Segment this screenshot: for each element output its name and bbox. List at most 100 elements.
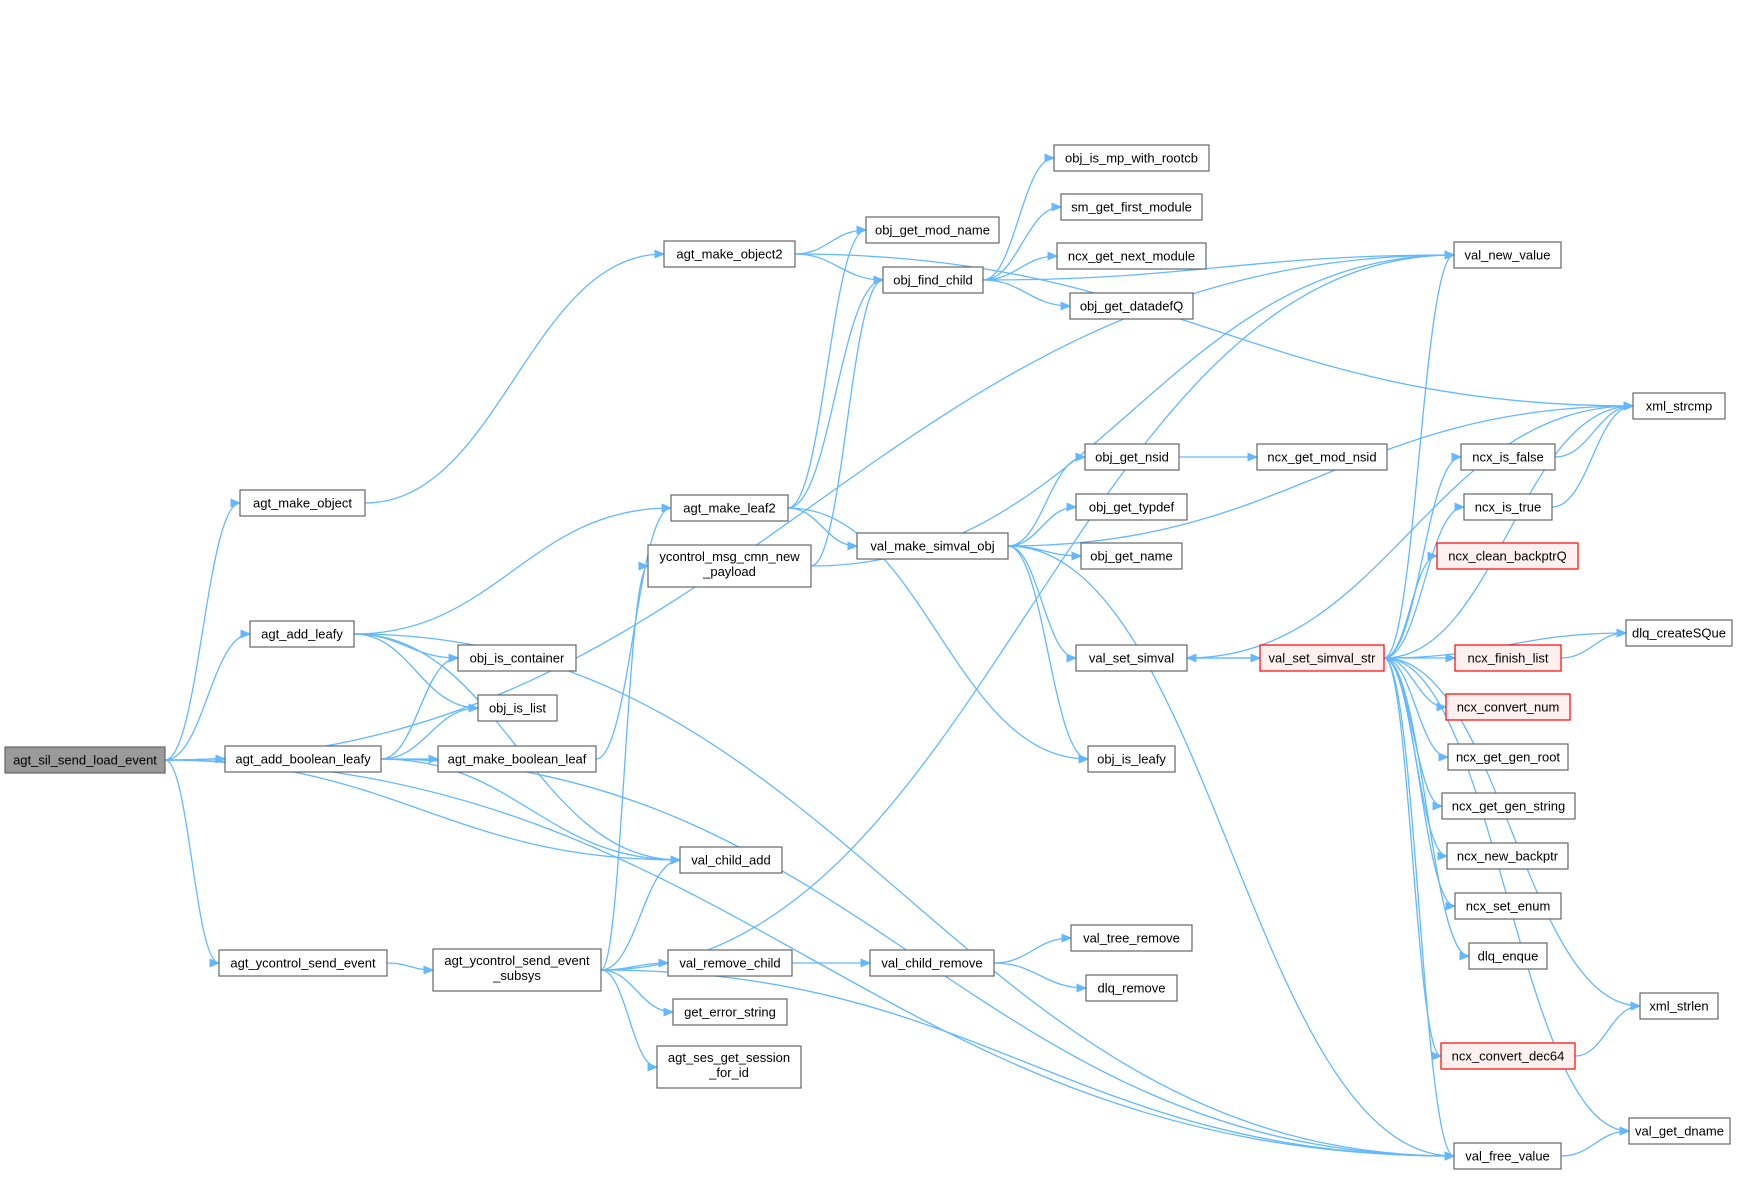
node-ncx-is-false[interactable]: ncx_is_false: [1460, 443, 1556, 471]
edge-agt-make-leaf2-to-obj-is-leafy: [787, 507, 1089, 760]
node-ncx-new-backptr[interactable]: ncx_new_backptr: [1446, 842, 1569, 870]
node-label-ncx-finish-list: ncx_finish_list: [1468, 651, 1549, 666]
node-obj-get-nsid[interactable]: obj_get_nsid: [1084, 443, 1180, 471]
node-val-set-simval[interactable]: val_set_simval: [1075, 644, 1188, 672]
node-agt-ses-get-session-for-id[interactable]: agt_ses_get_session_for_id: [656, 1045, 802, 1089]
node-ncx-get-gen-root[interactable]: ncx_get_gen_root: [1447, 743, 1569, 771]
node-ncx-is-true[interactable]: ncx_is_true: [1463, 493, 1553, 521]
node-xml-strcmp[interactable]: xml_strcmp: [1632, 392, 1726, 420]
node-label-ncx-clean-backptrQ: ncx_clean_backptrQ: [1448, 549, 1567, 564]
node-box-agt-ycontrol-send-event-subsys: [432, 948, 602, 992]
node-ncx-set-enum[interactable]: ncx_set_enum: [1454, 892, 1562, 920]
node-label-obj-get-name: obj_get_name: [1090, 549, 1172, 564]
edge-val-make-simval-obj-to-val-free-value: [1007, 545, 1455, 1157]
node-dlq-createSQue[interactable]: dlq_createSQue: [1625, 619, 1733, 647]
node-label-ncx-convert-num: ncx_convert_num: [1457, 700, 1560, 715]
node-dlq-remove[interactable]: dlq_remove: [1085, 974, 1178, 1002]
arrowhead-val-set-simval-str-to-ncx-clean-backptrQ: [1427, 551, 1439, 561]
node-ycontrol-msg-cmn-new-payload[interactable]: ycontrol_msg_cmn_new_payload: [647, 544, 812, 588]
edge-val-child-remove-to-dlq-remove: [993, 962, 1087, 989]
node-obj-get-mod-name[interactable]: obj_get_mod_name: [865, 216, 1000, 244]
edge-val-set-simval-str-to-ncx-set-enum: [1383, 657, 1456, 907]
node-agt-make-object[interactable]: agt_make_object: [239, 489, 366, 517]
node-label-obj-is-list: obj_is_list: [489, 701, 546, 716]
node-obj-get-datadefQ[interactable]: obj_get_datadefQ: [1069, 292, 1194, 320]
edge-agt-add-boolean-leafy-to-obj-is-container: [380, 657, 459, 760]
node-agt-make-object2[interactable]: agt_make_object2: [663, 240, 796, 268]
node-val-tree-remove[interactable]: val_tree_remove: [1070, 924, 1193, 952]
node-val-set-simval-str[interactable]: val_set_simval_str: [1259, 644, 1385, 672]
arrowhead-obj-find-child-to-obj-is-mp-with-rootcb: [1044, 153, 1056, 163]
node-agt-make-boolean-leaf[interactable]: agt_make_boolean_leaf: [437, 745, 597, 773]
node-val-new-value[interactable]: val_new_value: [1453, 241, 1562, 269]
node-box-agt-sil-send-load-event: [4, 746, 166, 774]
node-val-get-dname[interactable]: val_get_dname: [1628, 1117, 1731, 1145]
edge-obj-find-child-to-obj-is-mp-with-rootcb: [982, 157, 1055, 281]
arrowhead-val-set-simval-str-to-val-new-value: [1444, 250, 1456, 260]
edge-obj-find-child-to-val-new-value: [982, 254, 1455, 281]
node-dlq-enque[interactable]: dlq_enque: [1468, 942, 1548, 970]
node-val-child-remove[interactable]: val_child_remove: [869, 949, 995, 977]
node-agt-add-leafy[interactable]: agt_add_leafy: [249, 620, 355, 648]
arrowhead-obj-find-child-to-ncx-get-next-module: [1047, 251, 1059, 261]
node-val-remove-child[interactable]: val_remove_child: [667, 949, 793, 977]
edge-agt-ycontrol-send-event-subsys-to-val-free-value: [600, 969, 1455, 1157]
node-obj-get-typdef[interactable]: obj_get_typdef: [1075, 493, 1188, 521]
arrowhead-agt-ycontrol-send-event-subsys-to-ycontrol-msg-cmn-new-payload: [638, 561, 650, 571]
node-label-dlq-remove: dlq_remove: [1098, 981, 1166, 996]
node-val-child-add[interactable]: val_child_add: [679, 846, 783, 874]
node-obj-is-leafy[interactable]: obj_is_leafy: [1087, 745, 1176, 773]
node-val-free-value[interactable]: val_free_value: [1453, 1142, 1562, 1170]
edge-val-child-remove-to-val-tree-remove: [993, 937, 1072, 964]
edge-agt-make-object2-to-obj-get-mod-name: [794, 229, 867, 255]
node-obj-is-container[interactable]: obj_is_container: [457, 644, 577, 672]
node-box-agt-make-leaf2: [670, 494, 789, 522]
edge-agt-sil-send-load-event-to-agt-add-leafy: [164, 633, 251, 761]
node-obj-get-name[interactable]: obj_get_name: [1080, 542, 1183, 570]
node-box-ycontrol-msg-cmn-new-payload: [647, 544, 812, 588]
node-box-obj-get-mod-name: [865, 216, 1000, 244]
node-get-error-string[interactable]: get_error_string: [672, 998, 788, 1026]
edge-val-make-simval-obj-to-val-set-simval: [1007, 545, 1077, 659]
node-label-ncx-get-mod-nsid: ncx_get_mod_nsid: [1267, 450, 1376, 465]
arrowhead-ncx-is-true-to-xml-strcmp: [1623, 401, 1635, 411]
arrowhead-val-set-simval-str-to-dlq-enque: [1459, 951, 1471, 961]
edge-agt-add-leafy-to-obj-is-list: [353, 633, 479, 709]
node-label-agt-ses-get-session-for-id: _for_id: [708, 1065, 749, 1080]
node-box-agt-ses-get-session-for-id: [656, 1045, 802, 1089]
node-xml-strlen[interactable]: xml_strlen: [1639, 992, 1719, 1020]
edge-agt-add-leafy-to-obj-is-container: [353, 633, 459, 659]
edge-val-set-simval-to-xml-strcmp: [1186, 405, 1634, 659]
edge-val-set-simval-str-to-ncx-is-true: [1383, 506, 1465, 659]
node-agt-sil-send-load-event[interactable]: agt_sil_send_load_event: [4, 746, 166, 774]
node-ncx-get-next-module[interactable]: ncx_get_next_module: [1056, 242, 1207, 270]
node-ncx-convert-num[interactable]: ncx_convert_num: [1445, 693, 1571, 721]
node-agt-ycontrol-send-event-subsys[interactable]: agt_ycontrol_send_event_subsys: [432, 948, 602, 992]
node-agt-ycontrol-send-event[interactable]: agt_ycontrol_send_event: [218, 949, 388, 977]
edge-val-free-value-to-val-get-dname: [1560, 1130, 1630, 1157]
node-obj-find-child[interactable]: obj_find_child: [882, 266, 984, 294]
arrowhead-agt-make-leaf2-to-obj-get-mod-name: [856, 225, 868, 235]
edge-agt-ycontrol-send-event-subsys-to-val-new-value: [600, 254, 1455, 971]
node-ncx-get-mod-nsid[interactable]: ncx_get_mod_nsid: [1256, 443, 1388, 471]
node-agt-make-leaf2[interactable]: agt_make_leaf2: [670, 494, 789, 522]
edge-val-set-simval-str-to-val-free-value: [1383, 657, 1455, 1157]
node-box-ncx-convert-num: [1445, 693, 1571, 721]
node-box-val-set-simval-str: [1259, 644, 1385, 672]
node-val-make-simval-obj[interactable]: val_make_simval_obj: [856, 532, 1009, 560]
edge-agt-make-leaf2-to-obj-get-mod-name: [787, 229, 867, 509]
edge-ncx-is-false-to-xml-strcmp: [1554, 405, 1634, 458]
node-ncx-get-gen-string[interactable]: ncx_get_gen_string: [1441, 792, 1576, 820]
node-ncx-finish-list[interactable]: ncx_finish_list: [1454, 644, 1562, 672]
node-agt-add-boolean-leafy[interactable]: agt_add_boolean_leafy: [224, 745, 382, 773]
arrowhead-val-set-simval-str-to-ncx-get-gen-root: [1438, 752, 1450, 762]
node-ncx-convert-dec64[interactable]: ncx_convert_dec64: [1440, 1042, 1576, 1070]
node-label-obj-get-mod-name: obj_get_mod_name: [875, 223, 990, 238]
node-obj-is-list[interactable]: obj_is_list: [477, 694, 558, 722]
node-obj-is-mp-with-rootcb[interactable]: obj_is_mp_with_rootcb: [1053, 144, 1210, 172]
node-sm-get-first-module[interactable]: sm_get_first_module: [1060, 193, 1203, 221]
node-ncx-clean-backptrQ[interactable]: ncx_clean_backptrQ: [1436, 542, 1579, 570]
node-box-dlq-enque: [1468, 942, 1548, 970]
node-label-dlq-enque: dlq_enque: [1478, 949, 1539, 964]
